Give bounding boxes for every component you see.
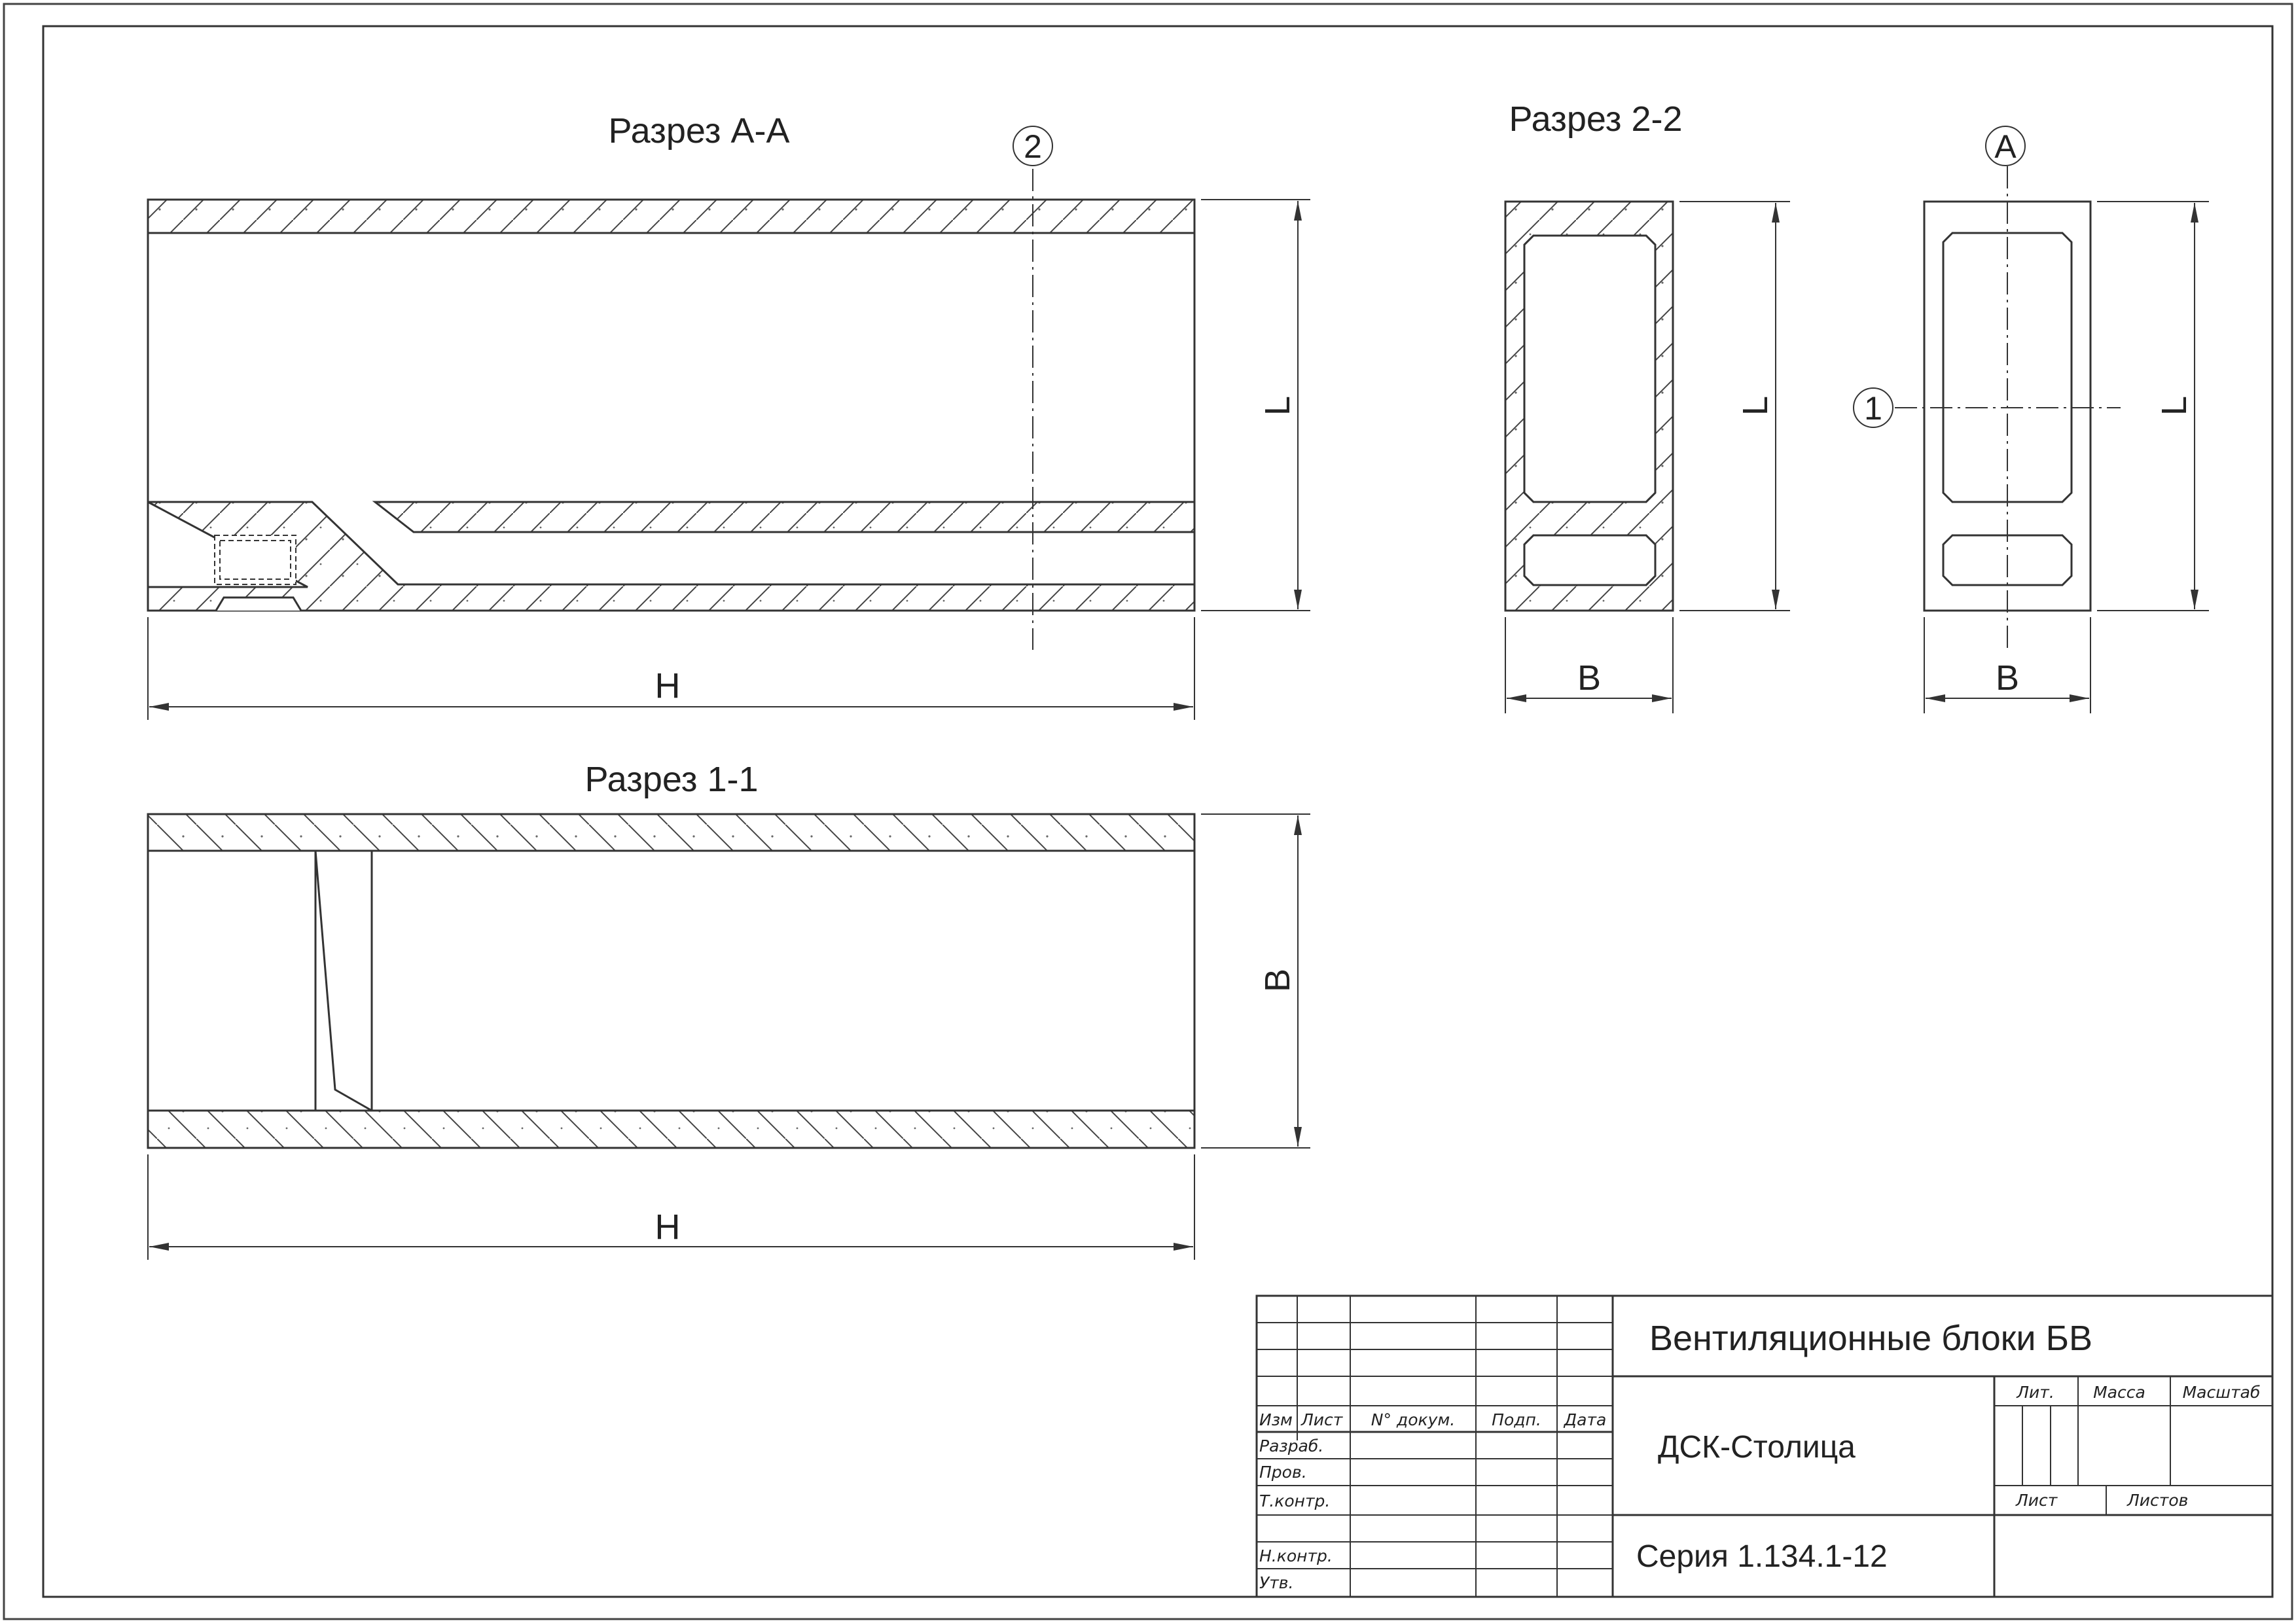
section-aa-view: Разрез А-А 2 L H <box>147 111 1310 720</box>
section-22-b-label: B <box>1577 658 1601 698</box>
section-aa-h-label: H <box>655 666 681 705</box>
section-aa-inset-box <box>214 535 296 585</box>
section-11-bottom-wall <box>147 1109 1196 1149</box>
section-aa-foot <box>215 596 302 611</box>
facade-upper-channel <box>1942 232 2073 503</box>
section-11-h-label: H <box>655 1207 681 1247</box>
tb-sheets-label: Листов <box>2126 1491 2188 1510</box>
marker-a-label: А <box>1994 128 2017 165</box>
facade-l-label: L <box>2155 396 2194 416</box>
section-22-lower-channel <box>1523 534 1657 586</box>
section-11-view: Разрез 1-1 B H <box>147 760 1310 1260</box>
title-block: Изм Лист N° докум. Подп. Дата Разраб. Пр… <box>1255 1294 2274 1598</box>
section-11-top-wall <box>147 813 1196 852</box>
section-11-b-label: B <box>1258 969 1297 992</box>
tb-series: Серия 1.134.1-12 <box>1636 1539 1888 1574</box>
marker-a-circle <box>1985 126 2026 166</box>
tb-role-developer: Разраб. <box>1259 1436 1323 1455</box>
marker-2-circle <box>1013 126 1053 166</box>
tb-role-tech-control: Т.контр. <box>1259 1491 1330 1510</box>
tb-mass-label: Масса <box>2093 1383 2145 1402</box>
sheet-frame <box>42 25 2274 1598</box>
section-aa-l-label: L <box>1258 396 1297 416</box>
marker-1-label: 1 <box>1864 390 1882 427</box>
section-aa-title: Разрез А-А <box>608 111 789 151</box>
tb-header-izm: Изм <box>1259 1410 1293 1429</box>
section-11-title: Разрез 1-1 <box>584 760 758 799</box>
section-22-view: Разрез 2-2 L B <box>1504 99 1790 713</box>
tb-header-date: Дата <box>1564 1410 1607 1429</box>
title-block-frame <box>1255 1294 2274 1598</box>
marker-1-circle <box>1853 387 1893 428</box>
section-11-damper <box>314 850 373 1112</box>
tb-lit-label: Лит. <box>2016 1383 2054 1402</box>
tb-role-approved: Утв. <box>1259 1573 1293 1592</box>
section-aa-partition <box>372 501 1196 533</box>
tb-role-norm-control: Н.контр. <box>1259 1546 1333 1565</box>
tb-header-list: Лист <box>1300 1410 1344 1429</box>
section-22-upper-channel <box>1523 234 1657 503</box>
marker-2-label: 2 <box>1024 128 1042 165</box>
tb-organization: ДСК-Столица <box>1658 1430 1856 1465</box>
section-22-title: Разрез 2-2 <box>1509 99 1682 139</box>
facade-view: А 1 L B <box>1853 126 2209 713</box>
section-aa-top-wall <box>147 198 1196 234</box>
section-11-outline <box>147 813 1196 1149</box>
facade-b-label: B <box>1996 658 2019 698</box>
tb-role-checker: Пров. <box>1259 1463 1307 1482</box>
tb-header-doc: N° докум. <box>1371 1410 1455 1429</box>
section-aa-inset-inner <box>219 540 291 580</box>
tb-product-name: Вентиляционные блоки БВ <box>1649 1319 2092 1358</box>
tb-header-sign: Подп. <box>1492 1410 1541 1429</box>
tb-scale-label: Масштаб <box>2183 1383 2261 1402</box>
section-22-l-label: L <box>1736 396 1775 416</box>
tb-sheet-label: Лист <box>2015 1491 2058 1510</box>
sheet-outer-border <box>3 3 2293 1620</box>
section-aa-outline <box>147 198 1196 612</box>
